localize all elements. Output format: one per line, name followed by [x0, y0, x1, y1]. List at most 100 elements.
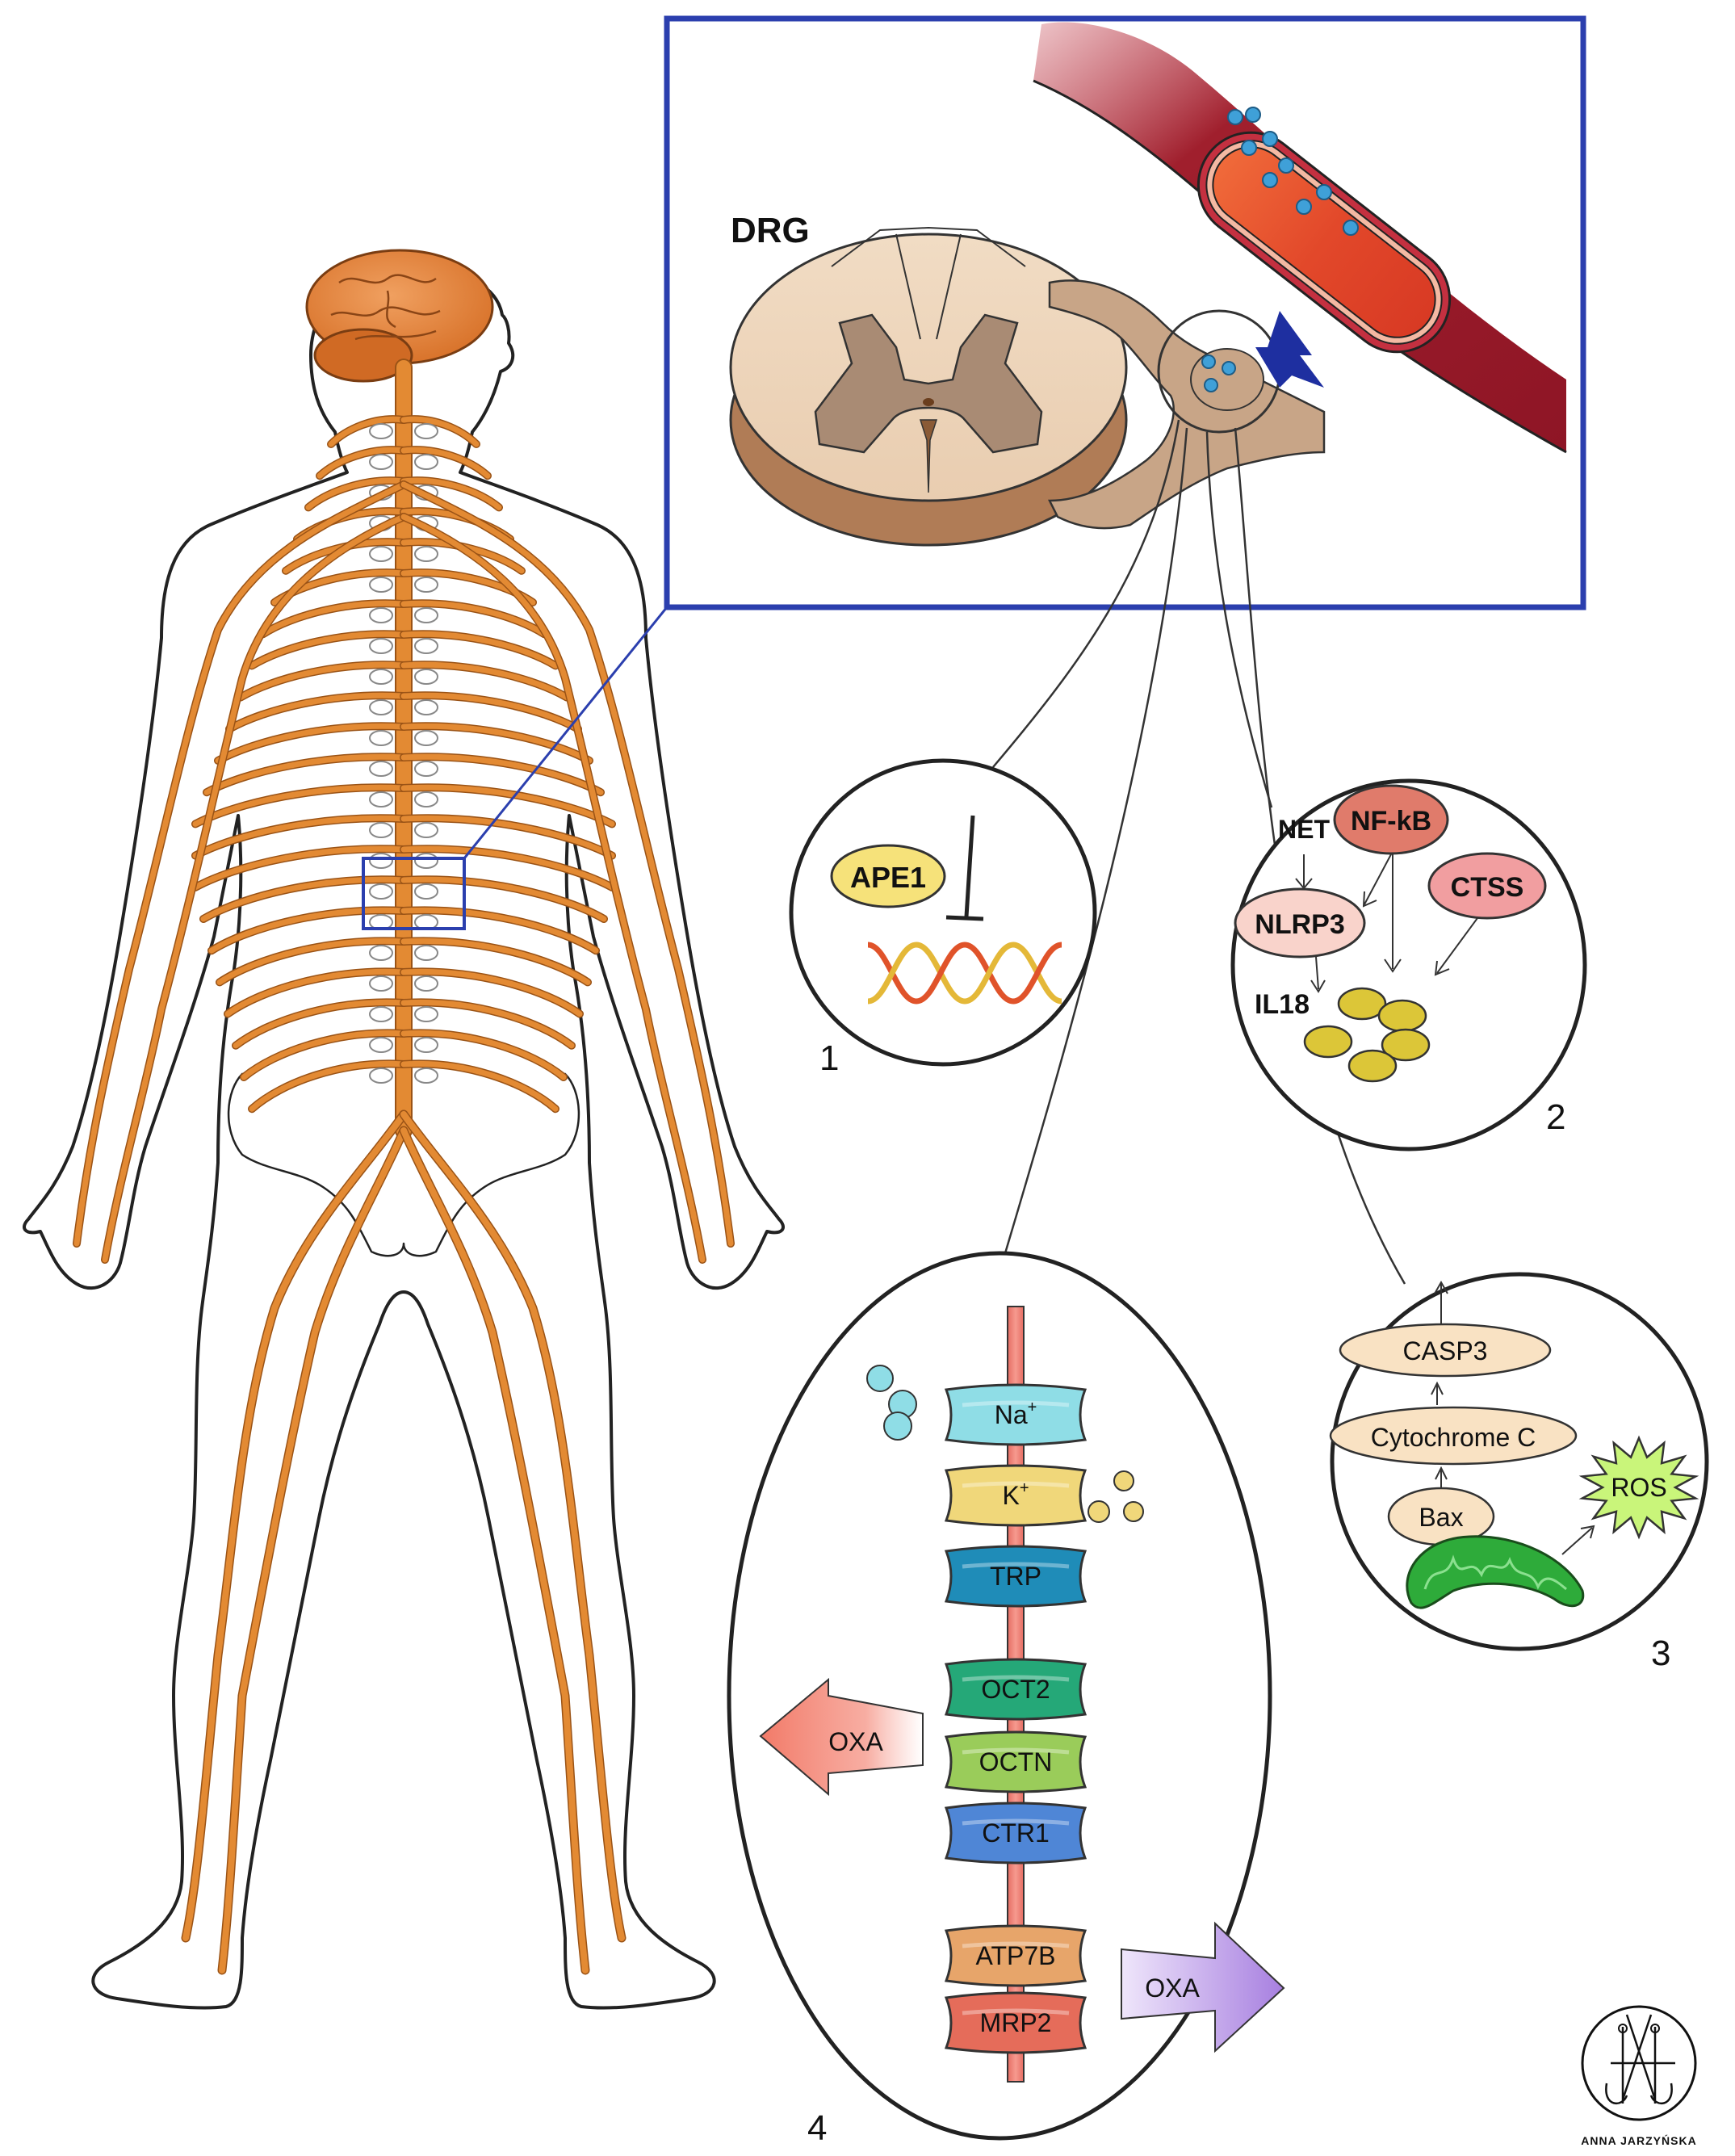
intercostal-nerve	[192, 815, 407, 859]
spine-zoom-box	[362, 857, 466, 930]
intercostal-nerve	[400, 723, 593, 764]
drug-particle	[1278, 157, 1294, 174]
drug-particle	[1343, 220, 1359, 236]
intercostal-nerve	[400, 968, 583, 1017]
intercostal-nerve	[400, 1060, 559, 1112]
channel-label: K+	[1002, 1479, 1029, 1510]
intercostal-nerve	[400, 876, 607, 922]
panel-number-3: 3	[1651, 1634, 1670, 1673]
intercostal-nerve	[233, 999, 407, 1049]
drug-particle	[1262, 172, 1278, 188]
signature-name: ANNA JARZYŃSKA	[1581, 2134, 1696, 2147]
leg-nerve	[400, 1111, 625, 1941]
ion-particles	[866, 1365, 1144, 1523]
intercostal-nerve	[208, 907, 407, 954]
intercostal-nerve	[400, 539, 525, 574]
blue-entry-arrow	[1255, 311, 1324, 388]
panel-1-dna-repair: APE1 1	[789, 758, 1097, 1078]
leg-nerve	[400, 1127, 589, 1974]
panel-number-1: 1	[819, 1038, 839, 1078]
panel-number-2: 2	[1546, 1097, 1565, 1137]
ape1-label: APE1	[850, 861, 926, 894]
arm-nerve	[73, 481, 407, 1247]
channel-octn: OCTN	[944, 1730, 1088, 1793]
il18-particle	[1337, 987, 1387, 1021]
ros-label: ROS	[1611, 1473, 1666, 1502]
channel-mrp2: MRP2	[944, 1991, 1088, 2054]
pathway-arrows-3	[1431, 1280, 1448, 1490]
mitochondrion-icon	[1406, 1535, 1585, 1609]
il18-particle	[1377, 999, 1427, 1033]
intercostal-nerve	[400, 692, 581, 732]
channel-label: ATP7B	[976, 1941, 1056, 1970]
intercostal-nerve	[400, 600, 547, 637]
oxa-influx-arrow: OXA	[759, 1677, 924, 1797]
arm-nerve	[400, 514, 706, 1263]
intercostal-nerve	[400, 753, 604, 795]
intercostal-nerve	[328, 416, 407, 447]
intercostal-nerve	[400, 416, 480, 447]
il18-label: IL18	[1255, 989, 1310, 1020]
drug-particles-in-drg	[1201, 354, 1236, 392]
drug-particle	[1222, 361, 1236, 375]
potassium-ion	[1123, 1501, 1144, 1522]
brain	[305, 249, 494, 383]
channel-atp7b: ATP7B	[944, 1924, 1088, 1987]
panel-2-inflammasome: NF-kB NET NLRP3 CTSS IL18 2	[1230, 778, 1587, 1151]
casp3-label: CASP3	[1403, 1336, 1488, 1365]
panel-3-apoptosis: CASP3 Cytochrome C Bax ROS 3	[1329, 1272, 1709, 1673]
intercostal-nerve	[400, 631, 559, 669]
intercostal-nerve	[241, 1030, 407, 1080]
intercostal-nerve	[400, 447, 491, 479]
bax-label: Bax	[1419, 1503, 1463, 1532]
intercostal-nerve	[400, 999, 575, 1049]
zoom-connector-line	[463, 606, 668, 859]
panel-number-4: 4	[807, 2108, 827, 2148]
intercostal-nerve	[260, 600, 407, 637]
intercostal-nerve	[400, 937, 591, 985]
channel-label: OCTN	[979, 1747, 1053, 1776]
drug-particle	[1241, 140, 1257, 156]
intercostal-nerve	[249, 1060, 407, 1112]
intercostal-nerve	[400, 845, 615, 891]
ros-burst: ROS	[1578, 1435, 1699, 1540]
intercostal-nerve	[224, 968, 407, 1017]
drug-particle	[1201, 354, 1216, 369]
intercostal-nerve	[305, 477, 407, 510]
intercostal-nerve	[400, 815, 615, 859]
drg-label: DRG	[731, 211, 810, 250]
intercostal-nerve	[192, 845, 407, 891]
intercostal-nerve	[400, 1030, 567, 1080]
channel-oct2: OCT2	[944, 1658, 1088, 1721]
ape1-node	[830, 844, 946, 908]
ctss-label: CTSS	[1451, 872, 1524, 903]
oxa-influx-label: OXA	[828, 1727, 883, 1756]
pathway-arrows-2	[1295, 854, 1478, 993]
sodium-ion	[883, 1411, 912, 1441]
intercostal-nerve	[283, 539, 407, 574]
peripheral-nerves	[73, 359, 735, 1975]
arm-nerve	[400, 481, 734, 1247]
drug-particle	[1227, 109, 1243, 125]
il18-particle	[1303, 1025, 1353, 1059]
il18-particle	[1381, 1028, 1431, 1062]
channel-label: MRP2	[980, 2008, 1052, 2037]
intercostal-nerve	[400, 661, 570, 701]
intercostal-nerve	[400, 477, 502, 510]
dna-helix-icon	[867, 942, 1062, 1005]
ctss-node	[1427, 852, 1547, 920]
il18-particles	[1303, 987, 1431, 1083]
intercostal-nerve	[249, 631, 407, 669]
drug-particle	[1316, 184, 1332, 200]
arm-nerve	[102, 514, 407, 1263]
nfkb-node	[1333, 784, 1449, 855]
drug-particle	[1296, 199, 1312, 215]
intercostal-nerve	[400, 907, 599, 954]
human-body-outline	[23, 265, 785, 2010]
drug-particles-in-vessel	[1227, 107, 1359, 236]
intercostal-nerve	[316, 447, 407, 479]
drug-particle	[1262, 131, 1278, 147]
